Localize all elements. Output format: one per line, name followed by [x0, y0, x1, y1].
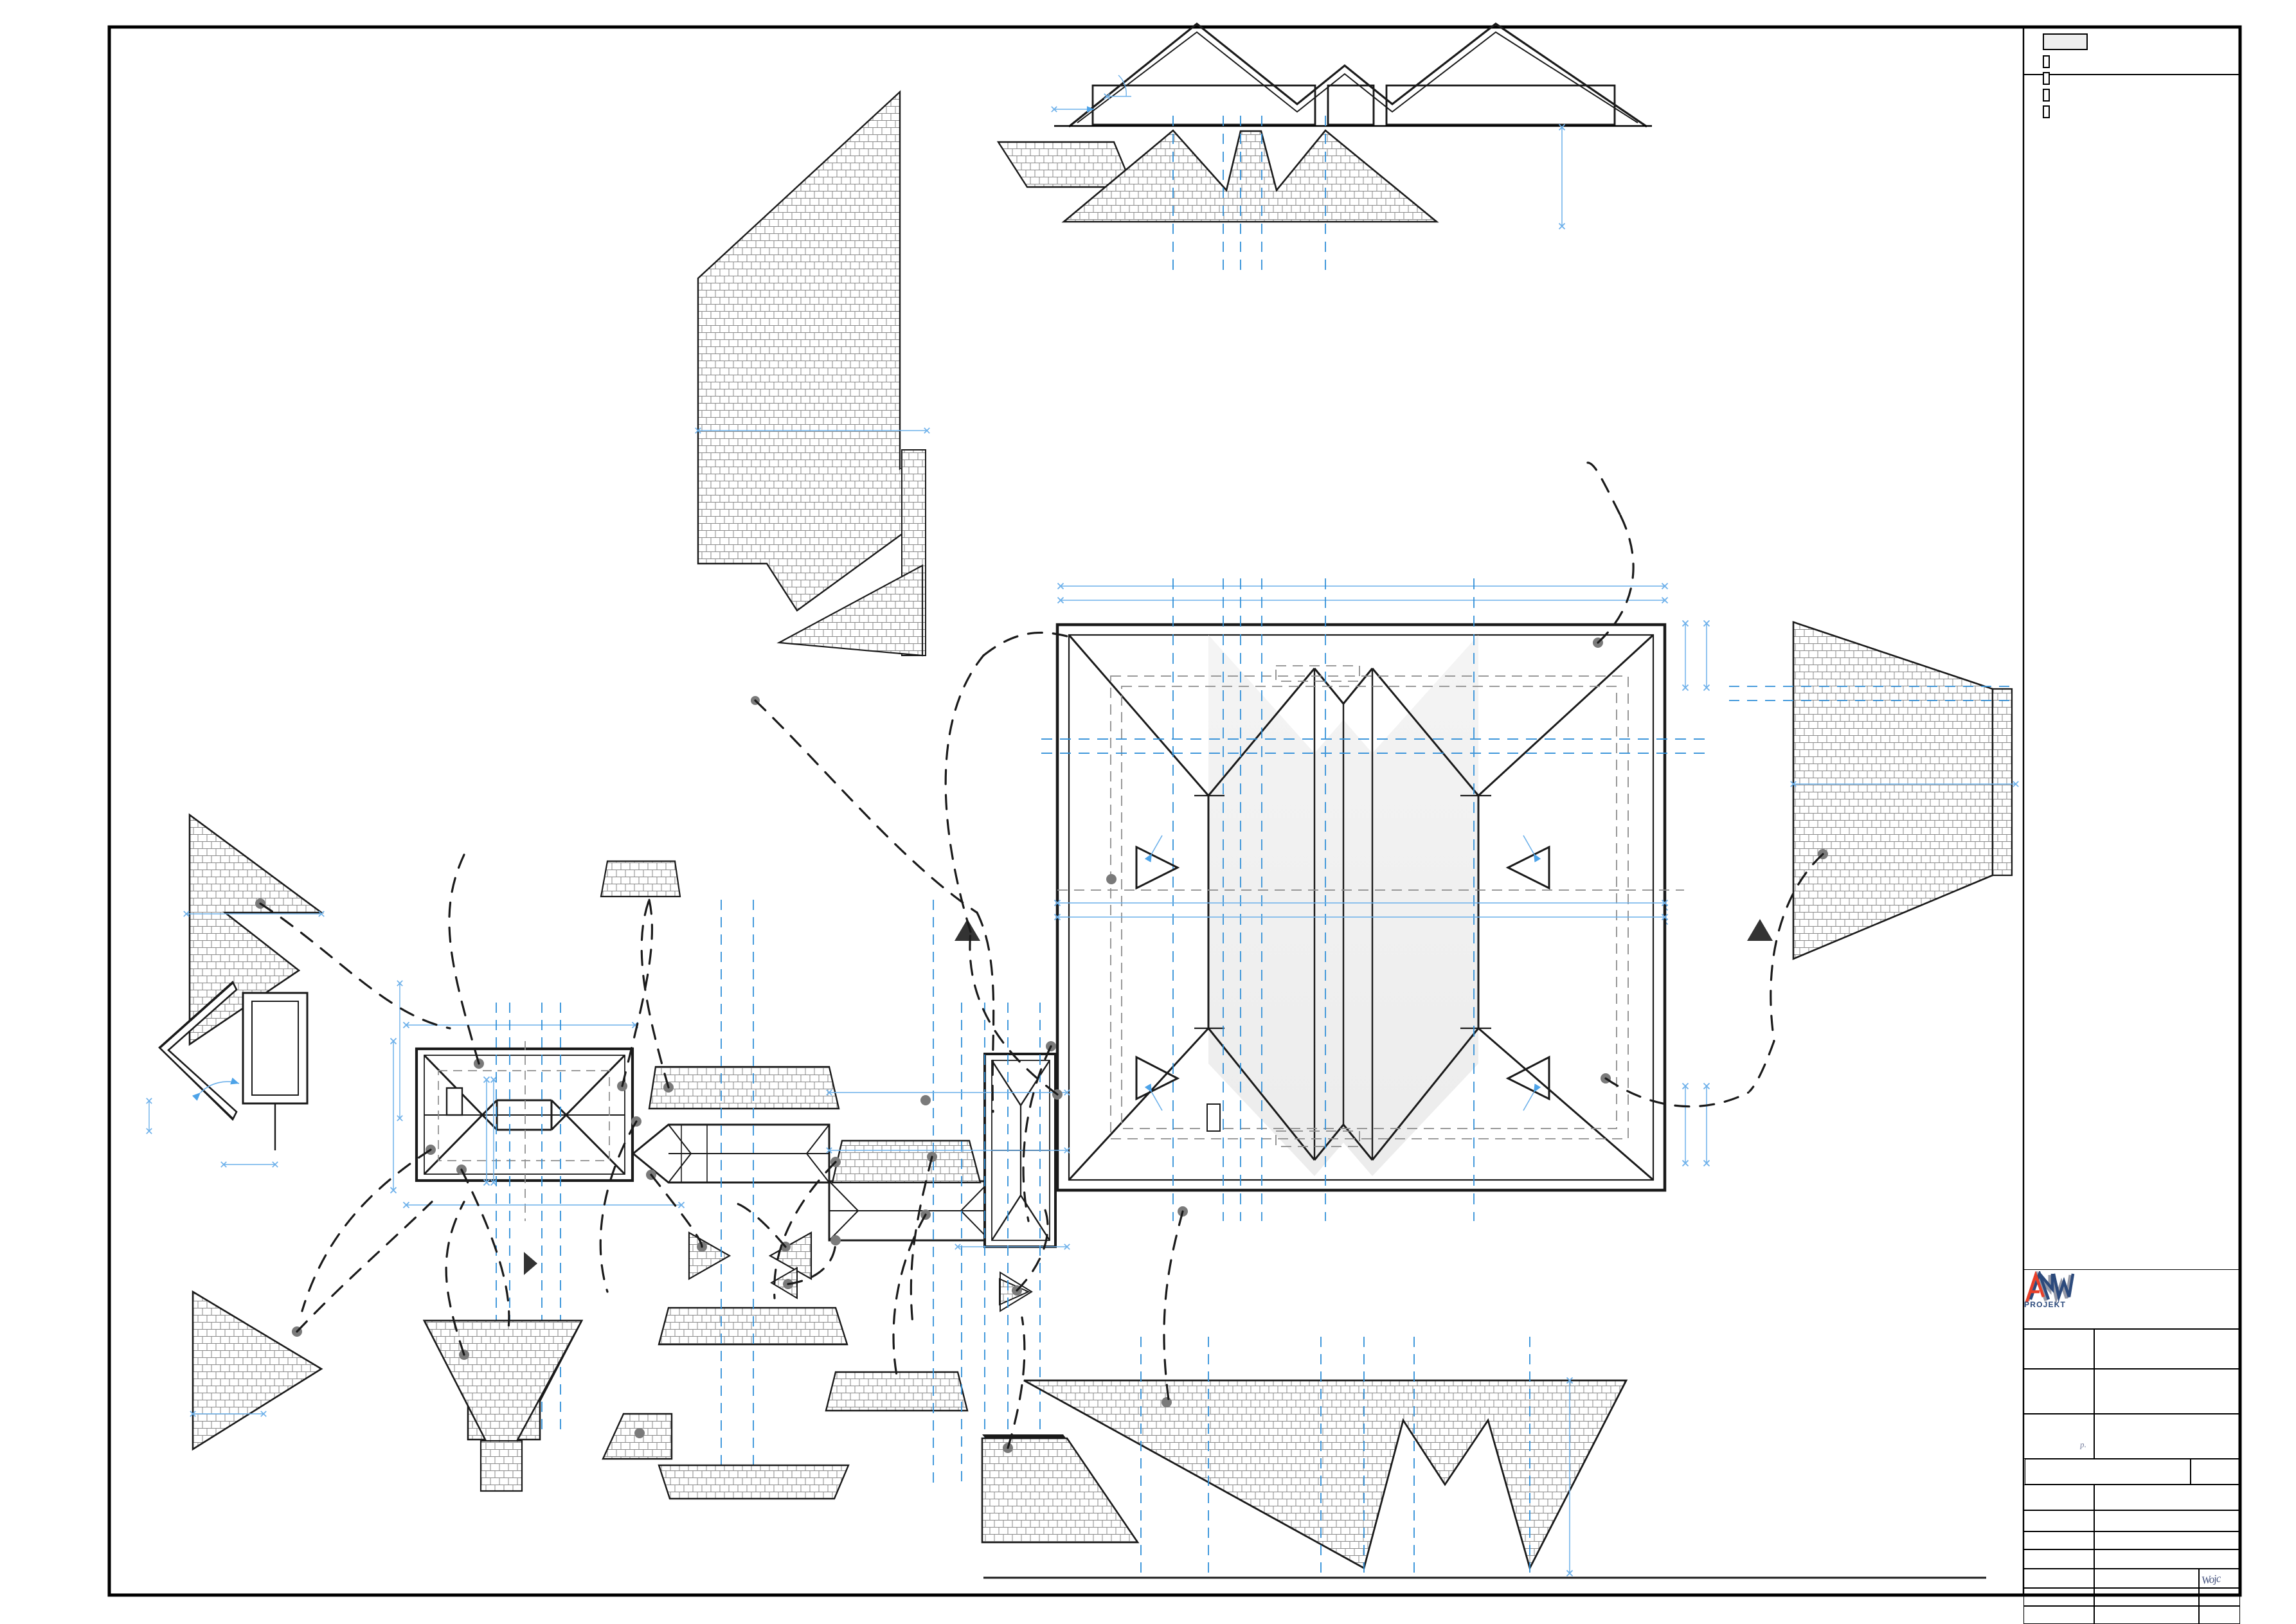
title-block-logo-cell: PROJEKT	[2023, 1269, 2240, 1329]
title-block-label-3[interactable]	[2023, 1414, 2094, 1459]
unfolded-surface-bottom	[981, 1337, 1986, 1579]
title-block-label-10[interactable]	[2023, 1588, 2094, 1606]
title-block-label-5[interactable]	[2023, 1485, 2094, 1510]
view-connector-roofs	[600, 860, 1070, 1485]
title-block-label-8[interactable]	[2023, 1549, 2094, 1569]
unfolded-roof-top	[996, 116, 1566, 276]
view-cross-section	[1051, 22, 1652, 128]
title-block-value-7[interactable]	[2094, 1531, 2240, 1549]
section-marker-small	[524, 1252, 537, 1275]
title-block-wide-row[interactable]	[2025, 1459, 2191, 1485]
leader-curves	[259, 461, 1824, 1449]
title-block-signature-cell[interactable]	[2199, 1569, 2240, 1588]
title-block-value-2[interactable]	[2094, 1369, 2240, 1414]
title-block-label-11[interactable]	[2023, 1606, 2094, 1624]
signature-mark-secondary: p.	[2079, 1439, 2087, 1450]
signature-mark: Wojc	[2200, 1572, 2221, 1587]
title-block-value-9[interactable]	[2094, 1569, 2199, 1588]
title-block-value-3[interactable]	[2094, 1414, 2240, 1459]
legend-chip-1[interactable]	[2043, 55, 2050, 68]
title-block-value-8[interactable]	[2094, 1549, 2240, 1569]
title-block-label-9[interactable]	[2023, 1569, 2094, 1588]
title-block-value-1[interactable]	[2094, 1329, 2240, 1369]
slope-marker-group	[1135, 835, 1550, 1111]
legend-chip-2[interactable]	[2043, 72, 2050, 85]
title-block-label-7[interactable]	[2023, 1531, 2094, 1549]
view-secondary-hip-plan	[390, 1003, 685, 1433]
legend-chip-4[interactable]	[2043, 105, 2050, 118]
view-main-roof-plan	[955, 578, 1773, 1221]
title-block-extra-11[interactable]	[2199, 1606, 2240, 1624]
section-marker-right	[1747, 919, 1773, 941]
title-block-label-1[interactable]	[2023, 1329, 2094, 1369]
title-block-label-2[interactable]	[2023, 1369, 2094, 1414]
section-marker-left	[955, 919, 980, 941]
title-block-value-6[interactable]	[2094, 1510, 2240, 1531]
unfolded-surface-left	[695, 90, 930, 705]
title-block-value-10[interactable]	[2094, 1588, 2199, 1606]
legend-chip-3[interactable]	[2043, 89, 2050, 102]
unfolded-surface-right	[1729, 621, 2019, 960]
legend-primary-box[interactable]	[2043, 33, 2088, 50]
title-block-extra-10[interactable]	[2199, 1588, 2240, 1606]
title-block: PROJEKT	[2023, 1269, 2240, 1624]
logo-text: PROJEKT	[2024, 1300, 2066, 1308]
title-block-value-5[interactable]	[2094, 1485, 2240, 1510]
aw-projekt-logo: PROJEKT	[2024, 1271, 2076, 1308]
title-block-label-6[interactable]	[2023, 1510, 2094, 1531]
title-block-wide-row-value[interactable]	[2191, 1459, 2240, 1485]
title-block-value-11[interactable]	[2094, 1606, 2199, 1624]
